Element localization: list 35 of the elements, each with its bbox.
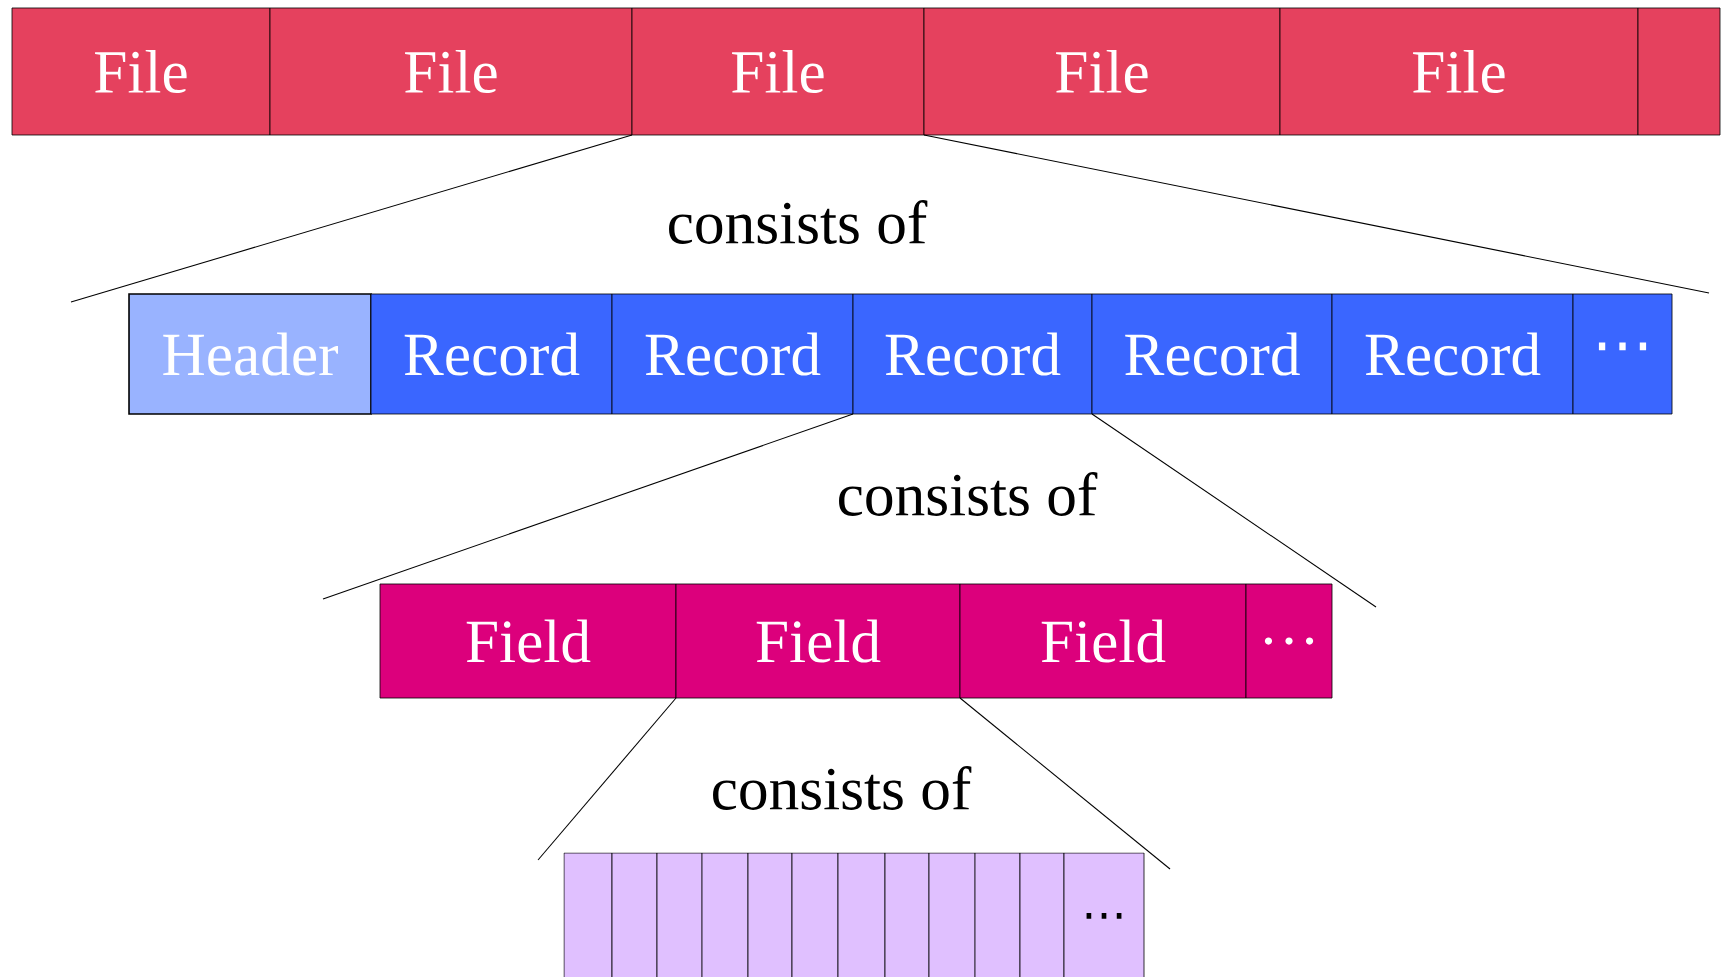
file-segment — [1637, 7, 1721, 136]
caption-text: consists of — [839, 472, 1098, 516]
field-segment: Field — [675, 583, 961, 699]
byte-segment — [701, 852, 749, 977]
byte-segment — [611, 852, 658, 977]
byte-segment — [1019, 852, 1065, 977]
record-segment: ⋯ — [1572, 293, 1673, 415]
leader-line — [322, 413, 854, 600]
byte-segment — [884, 852, 930, 977]
leader-line — [1091, 413, 1377, 608]
record-segment: Record — [1091, 293, 1333, 415]
byte-segment: ⋯ — [1063, 852, 1145, 977]
leader-line — [70, 134, 633, 303]
byte-segment — [747, 852, 793, 977]
field-segment: Field — [379, 583, 677, 699]
file-segment: File — [269, 7, 633, 136]
leader-line — [537, 697, 677, 861]
byte-segment — [974, 852, 1021, 977]
header-segment: Header — [128, 293, 372, 415]
record-segment: Record — [611, 293, 854, 415]
file-segment: File — [11, 7, 271, 136]
caption-text: consists of — [713, 766, 972, 810]
leader-line — [923, 134, 1710, 294]
record-segment: Record — [370, 293, 613, 415]
file-segment: File — [923, 7, 1281, 136]
caption-text: consists of — [669, 200, 928, 244]
byte-segment — [563, 852, 613, 977]
file-segment: File — [631, 7, 925, 136]
byte-segment — [791, 852, 839, 977]
leader-line — [959, 697, 1171, 870]
record-segment: Record — [852, 293, 1093, 415]
byte-segment — [656, 852, 703, 977]
byte-segment — [928, 852, 976, 977]
byte-segment — [837, 852, 886, 977]
field-segment: … — [1245, 583, 1333, 699]
